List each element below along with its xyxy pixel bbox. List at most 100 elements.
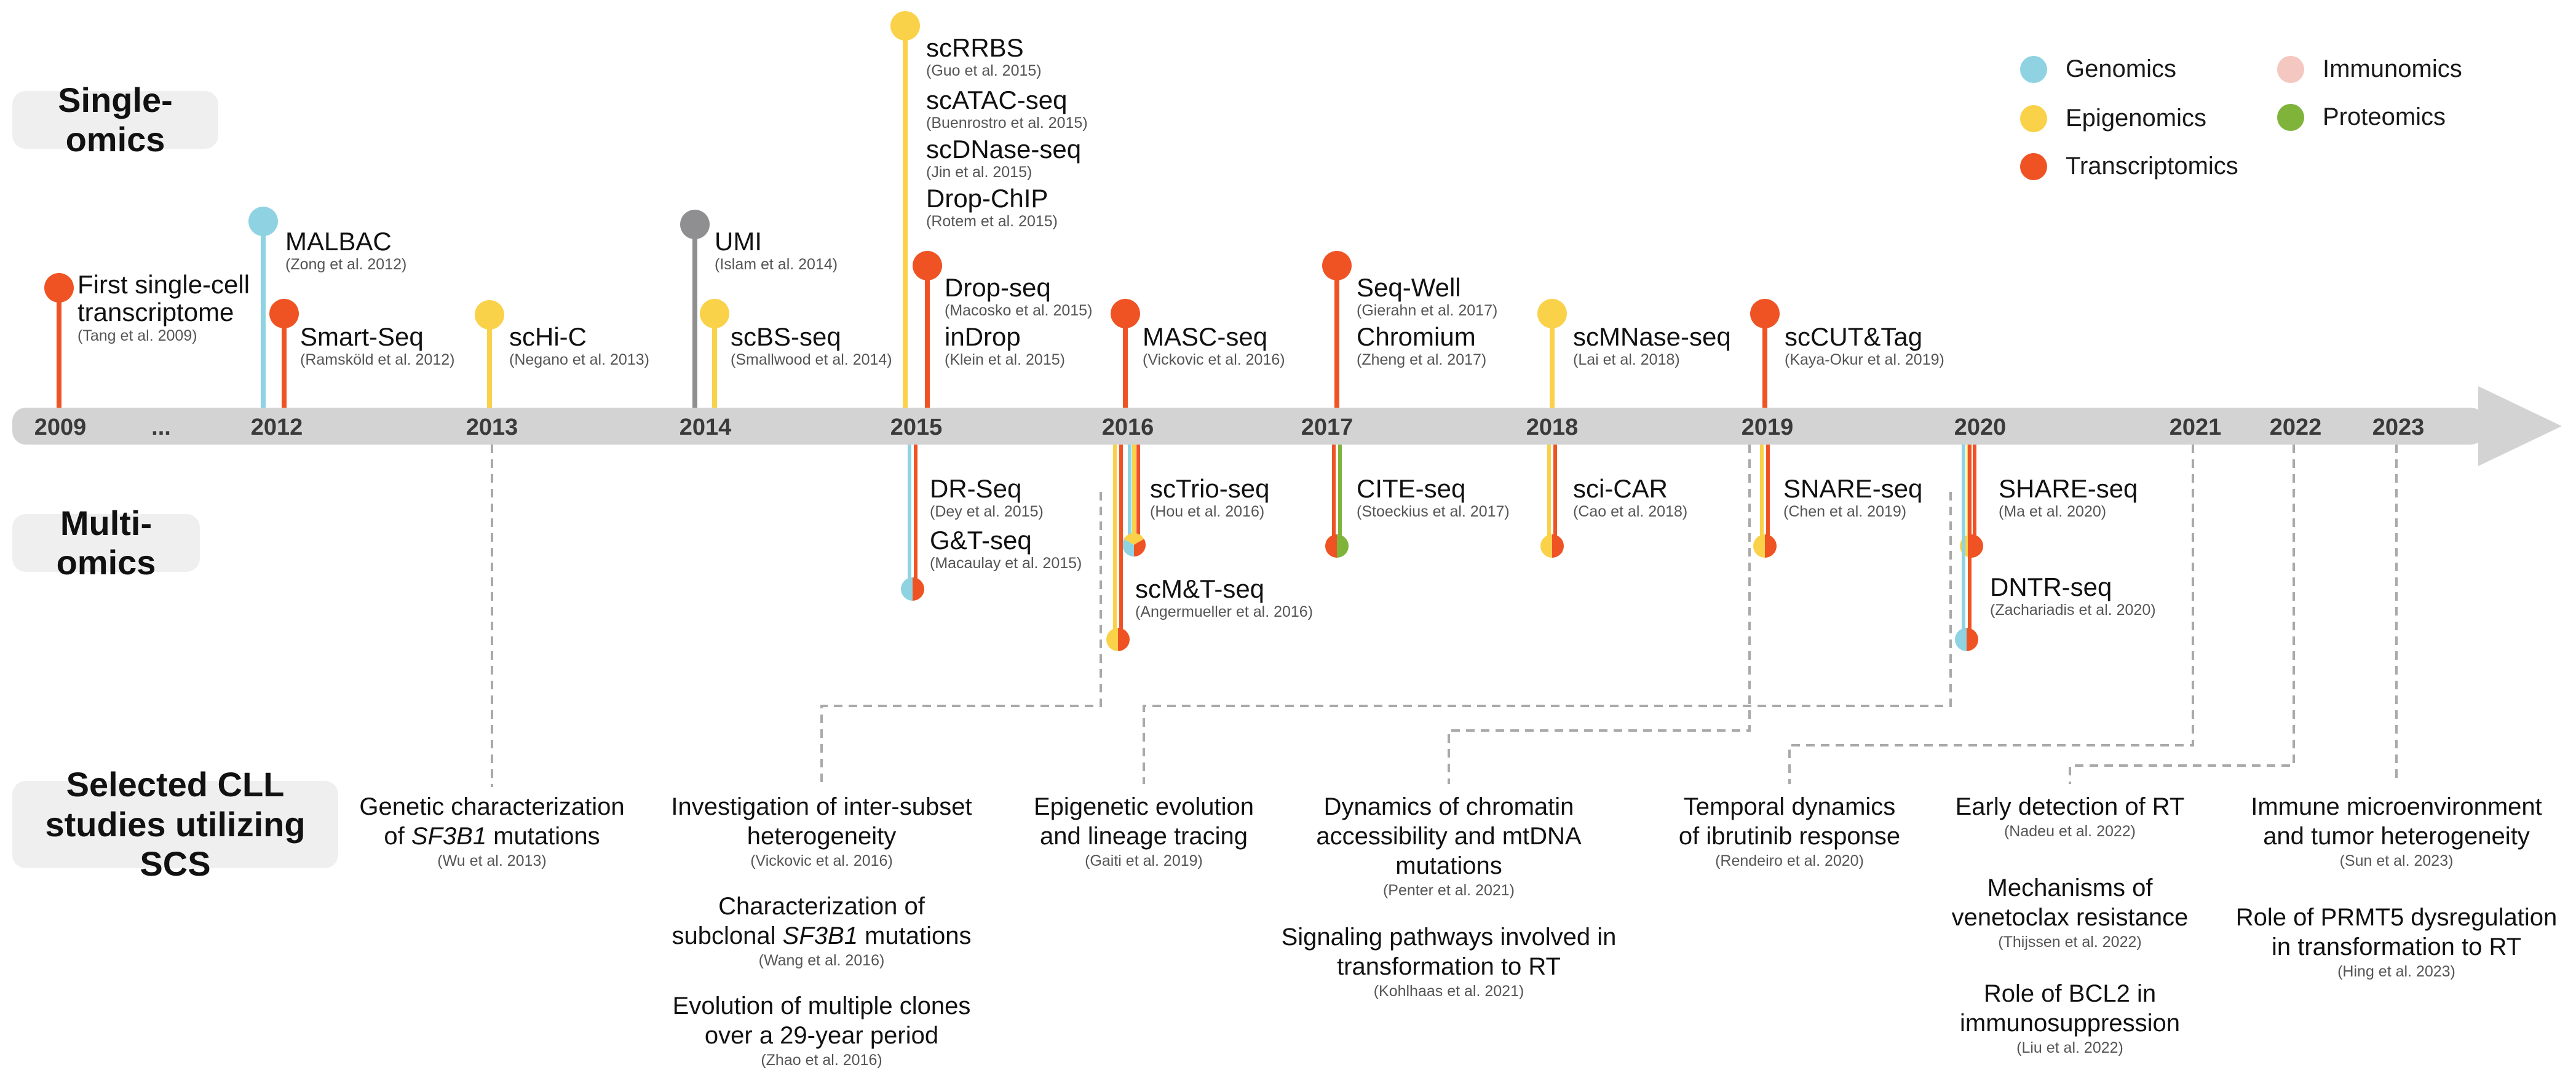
study-title-text: mutations: [857, 922, 972, 949]
single-omics-marker-drop-seq: [913, 251, 942, 280]
method-name: scHi-C: [509, 322, 587, 351]
single-omics-method: scDNase-seq(Jin et al. 2015): [926, 135, 1081, 190]
method-name: First single-cell transcriptome: [77, 270, 250, 327]
method-citation: (Zheng et al. 2017): [1357, 351, 1487, 369]
study-citation: (Hing et al. 2023): [2337, 963, 2455, 980]
year-tick-2019: 2019: [1742, 414, 1794, 440]
single-omics-marker-malbac: [248, 207, 278, 236]
method-name: MASC-seq: [1143, 322, 1268, 351]
study-citation: (Penter et al. 2021): [1382, 882, 1515, 899]
method-citation: (Zong et al. 2012): [285, 256, 407, 274]
multi-omics-marker-sctrio-seq-epigenomics: [1124, 533, 1144, 545]
method-name: Smart-Seq: [300, 322, 424, 351]
single-omics-method: scATAC-seq(Buenrostro et al. 2015): [926, 86, 1088, 141]
study-title-line: over a 29-year period: [704, 1022, 939, 1049]
study-title-text: subclonal: [672, 922, 783, 949]
method-citation: (Macaulay et al. 2015): [930, 555, 1082, 572]
method-citation: (Guo et al. 2015): [926, 62, 1042, 80]
method-citation: (Tang et al. 2009): [77, 327, 197, 344]
multi-omics-method: scM&T-seq(Angermueller et al. 2016): [1135, 575, 1313, 630]
method-name: Drop-seq: [945, 273, 1051, 302]
study-citation: (Wang et al. 2016): [758, 952, 885, 969]
study-citation: (Gaiti et al. 2019): [1085, 852, 1203, 869]
multi-omics-marker-scm-t-seq-epigenomics: [1106, 628, 1118, 651]
method-name: sci-CAR: [1573, 474, 1668, 503]
multi-omics-method: SNARE-seq(Chen et al. 2019): [1783, 475, 1922, 529]
legend-swatch: [2277, 55, 2304, 83]
study-title-line: Epigenetic evolution: [1033, 793, 1254, 820]
study-title-italic: SF3B1: [411, 823, 487, 850]
study-title-line: Characterization of: [718, 893, 925, 920]
single-omics-method: scRRBS(Guo et al. 2015): [926, 34, 1042, 89]
study-citation: (Liu et al. 2022): [2016, 1039, 2123, 1056]
study-title-text: of: [384, 823, 411, 850]
method-citation: (Dey et al. 2015): [930, 503, 1044, 521]
method-name: UMI: [715, 227, 762, 256]
study-title-line: subclonal SF3B1 mutations: [672, 921, 972, 951]
timeline-arrowhead: [2478, 386, 2562, 466]
method-name: SHARE-seq: [1999, 474, 2138, 503]
method-name: CITE-seq: [1357, 474, 1466, 503]
single-omics-method: scHi-C(Negano et al. 2013): [509, 323, 649, 378]
single-omics-marker-umi: [680, 210, 710, 239]
study-title-line: venetoclax resistance: [1951, 904, 2189, 931]
study-citation: (Rendeiro et al. 2020): [1715, 852, 1864, 869]
legend-label: Immunomics: [2323, 55, 2462, 82]
study-citation: (Wu et al. 2013): [437, 852, 547, 869]
legend-swatch: [2020, 105, 2047, 132]
method-citation: (Smallwood et al. 2014): [731, 351, 892, 369]
legend-item-immunomics: Immunomics: [2277, 55, 2462, 83]
method-citation: (Chen et al. 2019): [1783, 503, 1907, 521]
year-tick-2023: 2023: [2372, 414, 2425, 440]
method-citation: (Vickovic et al. 2016): [1143, 351, 1285, 369]
multi-omics-marker-sci-car-epigenomics: [1540, 534, 1552, 558]
single-omics-marker-sccut-tag: [1750, 299, 1780, 328]
single-omics-method: Chromium(Zheng et al. 2017): [1357, 323, 1486, 378]
multi-omics-marker-sctrio-seq-genomics: [1122, 539, 1134, 556]
legend-label: Proteomics: [2323, 103, 2446, 130]
method-name: scM&T-seq: [1135, 574, 1265, 603]
method-citation: (Klein et al. 2015): [945, 351, 1065, 369]
study-title-line: and lineage tracing: [1039, 823, 1248, 850]
single-omics-method: scBS-seq(Smallwood et al. 2014): [731, 323, 892, 378]
multi-omics-method: SHARE-seq(Ma et al. 2020): [1999, 475, 2138, 529]
legend-label: Genomics: [2066, 55, 2177, 82]
method-name: scBS-seq: [731, 322, 841, 351]
cll-study: Early detection of RT(Nadeu et al. 2022): [1956, 792, 2185, 855]
study-title-line: immunosuppression: [1960, 1010, 2180, 1037]
legend-label: Epigenomics: [2066, 105, 2207, 132]
study-title-line: Immune microenvironment: [2251, 793, 2542, 820]
multi-omics-marker-cite-seq-proteomics: [1337, 534, 1349, 558]
single-omics-method: MASC-seq(Vickovic et al. 2016): [1143, 323, 1285, 378]
legend-item-proteomics: Proteomics: [2277, 103, 2446, 131]
method-citation: (Zachariadis et al. 2020): [1990, 601, 2156, 619]
method-name: scRRBS: [926, 33, 1024, 62]
multi-omics-marker-scm-t-seq-transcriptomics: [1118, 628, 1130, 651]
method-citation: (Hou et al. 2016): [1150, 503, 1265, 521]
study-title-line: Temporal dynamics: [1683, 793, 1896, 820]
method-name: scTrio-seq: [1150, 474, 1270, 503]
method-name: Drop-ChIP: [926, 184, 1048, 213]
legend-item-genomics: Genomics: [2020, 55, 2176, 83]
single-omics-marker-scbs-seq: [700, 299, 729, 328]
study-title-line: of SF3B1 mutations: [359, 822, 624, 851]
study-title-line: Dynamics of chromatin: [1323, 793, 1574, 820]
single-omics-method: First single-cell transcriptome(Tang et …: [77, 271, 262, 353]
study-connector-6: [2069, 445, 2295, 784]
method-citation: (Angermueller et al. 2016): [1135, 603, 1314, 621]
study-title-line: heterogeneity: [747, 823, 897, 850]
study-connector-2: [820, 492, 1102, 784]
year-tick-2022: 2022: [2270, 414, 2322, 440]
study-connector-3: [1143, 492, 1952, 784]
method-name: SNARE-seq: [1783, 474, 1923, 503]
legend-item-epigenomics: Epigenomics: [2020, 105, 2206, 132]
